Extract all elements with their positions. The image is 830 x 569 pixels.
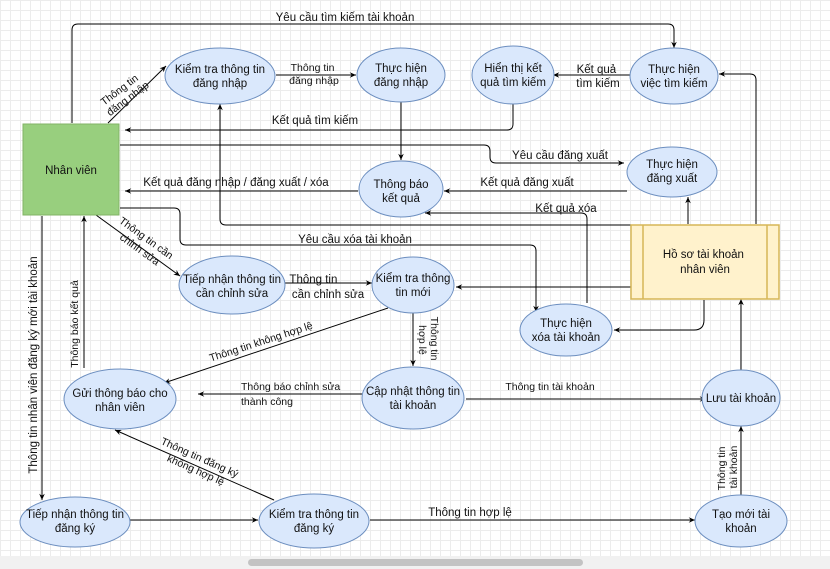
label-thong-tin-hop-le: Thông tin hợp lệ <box>416 317 440 364</box>
label-ket-qua-tong: Kết quả đăng nhập / đăng xuất / xóa <box>143 177 329 189</box>
label-thong-tin-hop-le-2: Thông tin hợp lệ <box>428 507 512 519</box>
edge-hien-thi-to-nv <box>125 104 514 133</box>
label-thong-tin-can-chinh-sua: Thông tin cần chỉnh sửa <box>289 274 364 301</box>
label-thong-tin-tai-khoan-v: Thông tin tài khoản <box>716 444 740 491</box>
edge-xoa-to-thong-bao <box>425 210 588 303</box>
edge-yeu-cau-tim-kiem <box>71 23 677 123</box>
edge-ho-so-to-kiem-tra-dang-nhap <box>217 104 631 226</box>
scrollbar-thumb[interactable] <box>248 559 583 566</box>
edge-nv-to-kiem-tra-dang-nhap <box>107 65 167 124</box>
label-thong-bao-chinh-sua: Thông báo chỉnh sửa thành công <box>241 381 343 408</box>
edge-nv-to-tiep-nhan-chinh-sua <box>95 214 181 277</box>
datastore-ho-so-tai-khoan: Hồ sơ tài khoản nhân viên <box>630 224 780 300</box>
datastore-label: Hồ sơ tài khoản nhân viên <box>663 249 747 276</box>
edge-yeu-cau-xoa <box>120 207 539 312</box>
label-thong-bao-ket-qua: Thông báo kết quả <box>69 280 81 368</box>
actor-nhan-vien: Nhân viên <box>22 123 120 216</box>
label-thong-tin-tai-khoan: Thông tin tài khoản <box>505 381 594 393</box>
label-yeu-cau-dang-xuat: Yêu cầu đăng xuất <box>512 150 609 162</box>
label-thong-tin-dang-nhap: Thông tin đăng nhập <box>289 62 339 87</box>
label-ket-qua-xoa: Kết quả xóa <box>535 203 597 215</box>
label-ket-qua-dang-xuat: Kết quả đăng xuất <box>480 177 574 189</box>
edge-yeu-cau-dang-xuat <box>120 144 624 166</box>
label-thong-tin-dang-ky-khong-hop-le: Thông tin đăng ký không hợp lệ <box>154 436 243 494</box>
label-yeu-cau-tim-kiem: Yêu cầu tìm kiếm tài khoản <box>276 12 415 24</box>
actor-nhan-vien-label: Nhân viên <box>45 165 97 177</box>
label-thong-tin-khong-hop-le: Thông tin không hợp lệ <box>208 320 314 365</box>
label-yeu-cau-xoa: Yêu cầu xóa tài khoản <box>298 234 412 246</box>
edge-ho-so-to-xoa <box>614 300 705 333</box>
process-luu-tai-khoan: Lưu tài khoản <box>701 369 781 427</box>
label-ket-qua-tim-kiem-1: Kết quả tìm kiếm <box>576 64 619 90</box>
label-thong-tin-dang-nhap-diag: Thông tin đăng nhập <box>97 70 151 119</box>
edge-kiem-tra-dang-ky-to-gui <box>114 429 275 501</box>
svg-text:Lưu tài khoản: Lưu tài khoản <box>706 393 776 405</box>
edge-kiem-tra-moi-to-gui <box>163 307 389 384</box>
label-thong-tin-dang-ky-moi: Thông tin nhân viên đăng ký mới tài khoả… <box>28 256 40 473</box>
edge-ho-so-to-tim-kiem <box>719 71 757 224</box>
label-thong-tin-can-chinh-sua-diag: Thông tin cần chỉnh sửa <box>109 215 178 274</box>
label-ket-qua-tim-kiem-2: Kết quả tìm kiếm <box>272 115 358 127</box>
